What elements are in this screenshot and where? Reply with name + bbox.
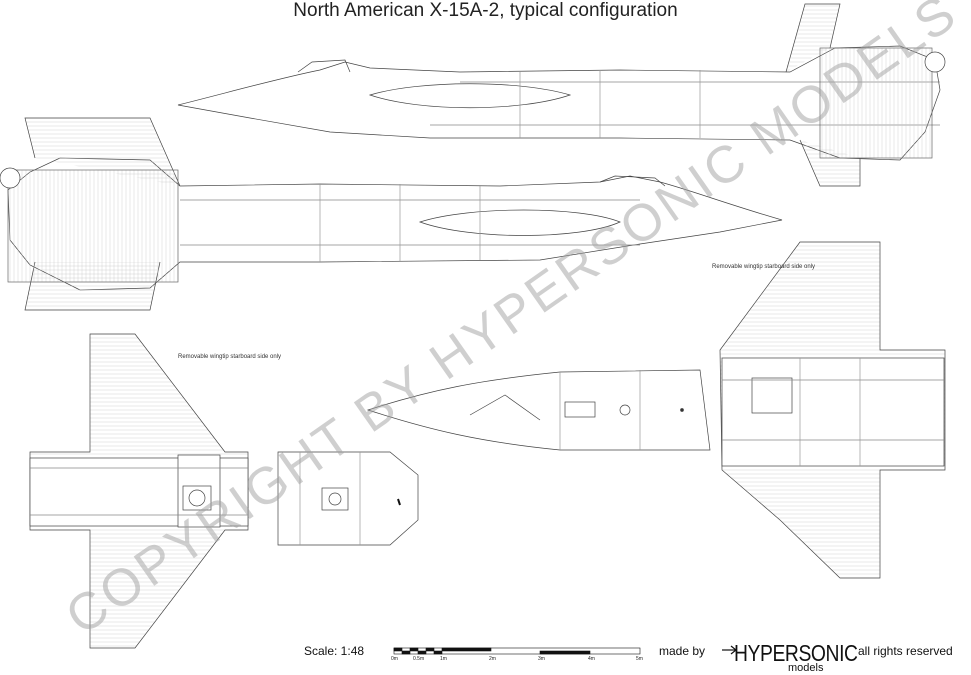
scale-label: Scale: 1:48 [304,644,365,658]
scale-tick-1: 0.5m [413,656,425,662]
brand-logo: HYPERSONIC models [722,640,858,674]
brand-name: HYPERSONIC [734,640,858,666]
wingtip-note-right: Removable wingtip starboard side only [712,264,816,270]
top-view [719,241,946,579]
scale-tick-2: 1m [440,656,447,662]
brand-logo-mark [722,645,737,655]
fuselage-segment-view [277,451,419,546]
side-view-upper [177,3,946,187]
scale-tick-5: 4m [588,656,595,662]
scale-bar [393,647,641,655]
scale-tick-3: 2m [489,656,496,662]
bottom-view [29,333,249,649]
made-by-label: made by [659,644,706,658]
scale-tick-4: 3m [538,656,545,662]
side-view-lower [0,117,783,311]
forward-fuselage-view [366,369,711,451]
drawing-title: North American X-15A-2, typical configur… [293,0,678,21]
brand-sub: models [788,662,824,674]
scale-tick-0: 0m [391,656,398,662]
rights-label: all rights reserved [858,644,953,658]
scale-tick-6: 5m [636,656,643,662]
wingtip-note-left: Removable wingtip starboard side only [178,354,282,360]
